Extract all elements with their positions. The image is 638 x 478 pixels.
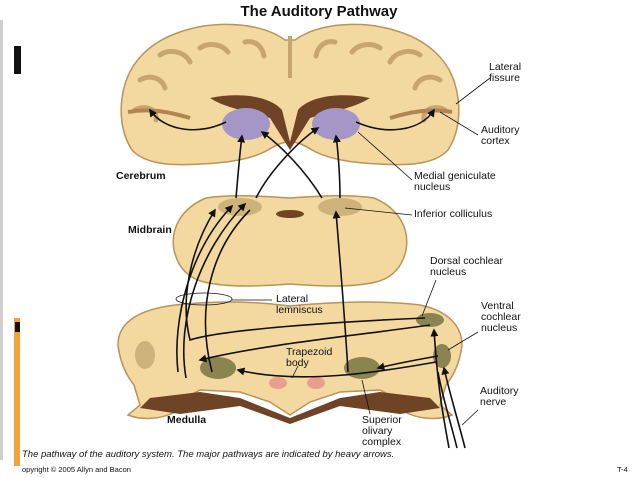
cerebrum-section — [120, 23, 460, 166]
aqueduct — [276, 210, 304, 218]
black-mark — [14, 46, 21, 74]
leader-inferior-colliculus — [344, 207, 413, 216]
left-mgn-to-cortex — [149, 108, 227, 131]
left-ascending-2 — [182, 202, 247, 379]
medial-geniculate-right — [312, 108, 360, 140]
label-superior-olive: Superior olivary complex — [362, 414, 402, 448]
label-dorsal-cochlear: Dorsal cochlear nucleus — [430, 255, 503, 278]
medulla-lateral-left — [135, 341, 155, 369]
leader-lines — [232, 77, 491, 426]
right-mgn-to-cortex — [355, 108, 435, 131]
left-ascending-1 — [176, 204, 234, 373]
region-cerebrum: Cerebrum — [116, 170, 166, 182]
left-col-to-mgn-1 — [235, 134, 246, 199]
page-number: T-4 — [617, 465, 628, 474]
pathway-arrows — [149, 108, 466, 449]
superior-olive-right — [344, 357, 380, 379]
label-ventral-cochlear: Ventral cochlear nucleus — [481, 300, 521, 334]
region-midbrain: Midbrain — [128, 224, 172, 236]
label-lateral-lemniscus: Lateral lemniscus — [276, 293, 323, 316]
midbrain-body — [172, 194, 408, 287]
label-auditory-cortex: Auditory cortex — [481, 124, 520, 147]
right-col-to-mgn-1 — [332, 134, 341, 199]
medial-geniculate-left — [222, 108, 270, 140]
region-medulla: Medulla — [167, 414, 207, 426]
inferior-colliculus-right — [318, 198, 362, 216]
superior-olive-left — [200, 357, 236, 379]
label-trapezoid-body: Trapezoid body — [286, 346, 333, 369]
right-ascending — [332, 210, 349, 373]
black-mark-small — [15, 322, 20, 332]
leader-auditory-nerve — [461, 409, 479, 426]
figure-caption: The pathway of the auditory system. The … — [22, 449, 395, 460]
medulla-floor — [140, 392, 440, 424]
left-edge-bar — [0, 20, 3, 460]
right-col-to-mgn-2 — [260, 131, 323, 199]
nerve-in-3 — [430, 328, 450, 449]
leader-ventral-cochlear — [447, 331, 479, 351]
leader-lateral-fissure — [455, 77, 491, 105]
nerve-in-1 — [441, 366, 466, 449]
lateral-fissure-right — [389, 108, 453, 120]
label-auditory-nerve: Auditory nerve — [480, 385, 519, 408]
left-col-to-mgn-2 — [255, 127, 320, 199]
leader-superior-olive — [361, 379, 371, 415]
leader-mgn — [357, 131, 413, 181]
orange-bar — [14, 318, 20, 466]
dorsal-cochlear-nucleus — [416, 313, 444, 327]
trapezoid-right — [307, 377, 325, 389]
cross-to-left-long — [185, 208, 426, 342]
cross-to-left — [198, 324, 431, 363]
ventral-cochlear-nucleus — [433, 344, 451, 368]
label-lateral-fissure: Lateral fissure — [489, 61, 522, 84]
midbrain-section — [172, 194, 408, 287]
nerve-in-2 — [437, 371, 458, 449]
cochlear-to-left-olive — [236, 361, 437, 378]
leader-dorsal-cochlear — [421, 279, 437, 317]
lateral-lemniscus-outline — [175, 292, 233, 306]
medulla-section — [117, 292, 463, 424]
diagram-title: The Auditory Pathway — [240, 3, 398, 20]
leader-trapezoid — [291, 365, 299, 379]
left-ascending-3 — [204, 209, 251, 373]
label-inferior-colliculus: Inferior colliculus — [414, 208, 493, 220]
medulla-body — [117, 301, 463, 420]
copyright-notice: opyright © 2005 Allyn and Bacon — [22, 465, 131, 474]
cochlear-to-right-olive — [376, 355, 439, 371]
trapezoid-left — [269, 377, 287, 389]
label-medial-geniculate: Medial geniculate nucleus — [414, 170, 496, 193]
leader-auditory-cortex — [439, 111, 479, 136]
lateral-fissure-left — [127, 108, 191, 120]
